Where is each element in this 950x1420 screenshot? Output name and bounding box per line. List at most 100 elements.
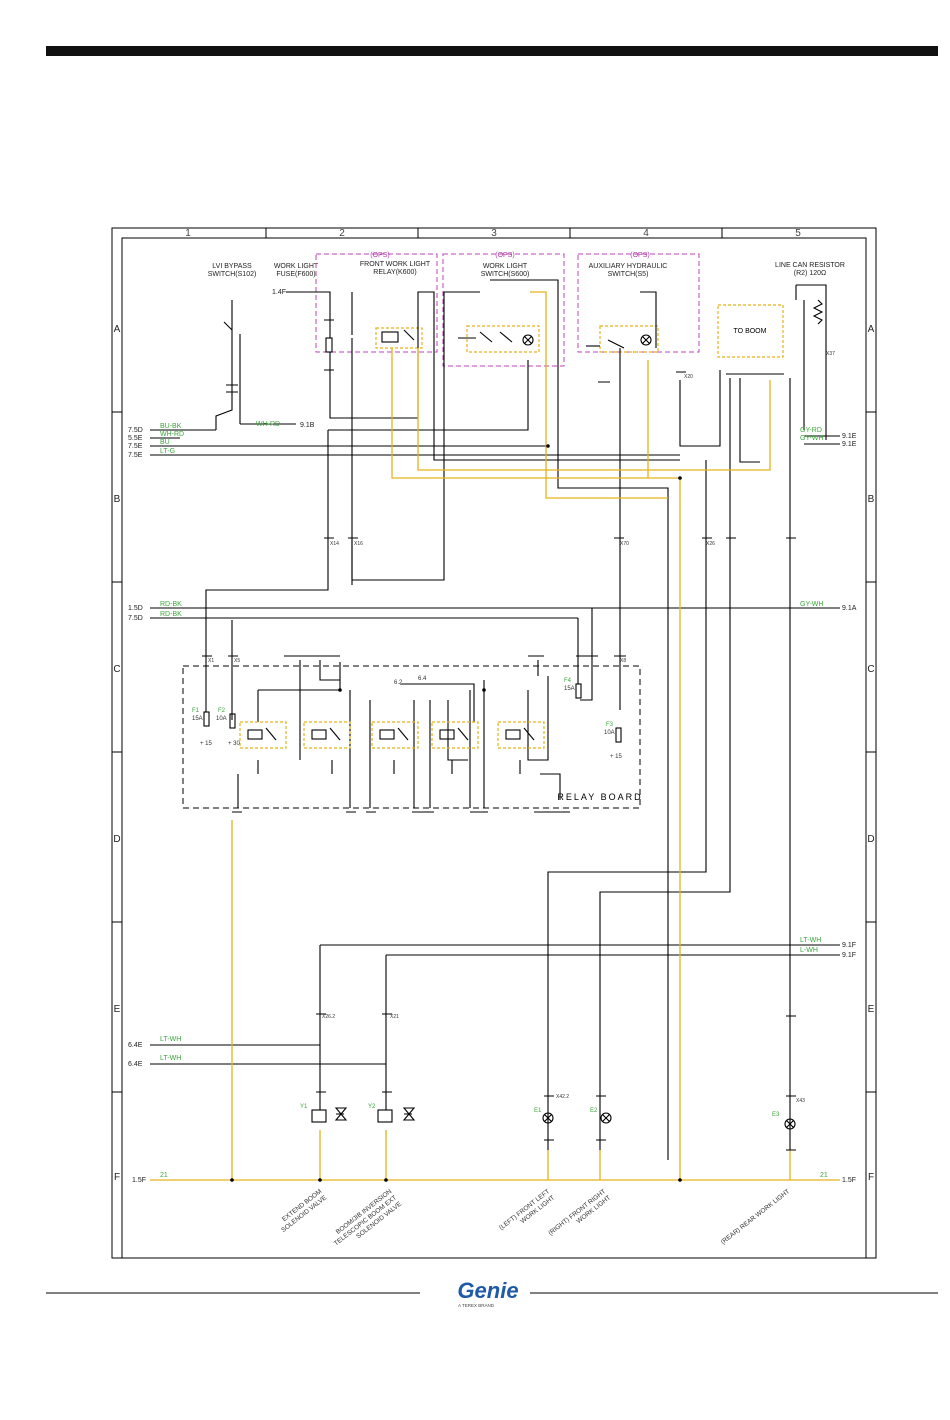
footer: Genie A TEREX BRAND: [46, 1278, 938, 1308]
left-ref-7: 6.4E: [128, 1042, 143, 1049]
grid-row-d-right: D: [867, 834, 874, 845]
left-ref-5: 1.5D: [128, 605, 143, 612]
terminal-plus30: + 30: [228, 741, 241, 747]
right-ref-4-wire: L-WH: [800, 947, 818, 954]
right-ref-1: 9.1E: [842, 433, 857, 440]
fuse-f2-rating: 10A: [216, 716, 227, 722]
work-light-fuse-title-2: FUSE(F600): [276, 271, 315, 278]
grid-column-labels: 1 2 3 4 5: [185, 228, 801, 239]
bottom-component-ids: E1 E2 E3 Y1 Y2: [300, 1104, 780, 1118]
drawing-frame: [111, 227, 877, 1259]
terminal-plus15-a: + 15: [200, 741, 213, 747]
relay-board-label: RELAY BOARD: [557, 792, 642, 802]
fuse-f3-rating: 10A: [604, 730, 615, 736]
indicator-lamps-top: [522, 334, 652, 346]
left-ref-1-wire: BU-BK: [160, 423, 182, 430]
bottom-components: [311, 1107, 796, 1130]
left-ref-4: 7.5E: [128, 452, 143, 459]
relay-board: RELAY BOARD F1 15A F2 10A F3: [182, 665, 642, 809]
conn-x37: X37: [826, 351, 835, 357]
work-light-switch-title-1: WORK LIGHT: [483, 263, 528, 270]
comp-y2: Y2: [368, 1104, 376, 1110]
front-relay-title-2: RELAY(K600): [373, 269, 416, 276]
comp-e3: E3: [772, 1112, 780, 1118]
fuse-f4-rating: 15A: [564, 686, 575, 692]
work-light-fuse-title-1: WORK LIGHT: [274, 263, 319, 270]
left-ref-6: 7.5D: [128, 615, 143, 622]
right-ref-5-wire: 21: [820, 1172, 828, 1179]
label-right-light-1: (RIGHT) FRONT RIGHT: [547, 1188, 607, 1237]
front-relay-title-1: FRONT WORK LIGHT: [360, 261, 431, 268]
grid-row-e-left: E: [114, 1004, 121, 1015]
to-boom-connector: TO BOOM: [717, 304, 784, 358]
connector-labels: X1 X5 X8 X14 X16 X20 X26 X37 X42.2 X43 X…: [208, 351, 835, 1104]
brand-tagline: A TEREX BRAND: [458, 1303, 495, 1308]
left-ref-0: 1.4F: [272, 289, 286, 296]
left-ref-9-wire: 21: [160, 1172, 168, 1179]
left-ref-5-wire: RD-BK: [160, 601, 182, 608]
aux-hydraulic-title-1: AUXILIARY HYDRAULIC: [589, 263, 668, 270]
right-ref-3-wire: LT-WH: [800, 937, 821, 944]
grid-row-c-left: C: [113, 664, 120, 675]
comp-e1: E1: [534, 1108, 542, 1114]
bottom-labels: EXTEND BOOM SOLENOID VALVE BOOM/JIB INVE…: [280, 1188, 791, 1248]
ground-wires: [150, 291, 840, 1181]
to-boom-label: TO BOOM: [734, 328, 767, 335]
conn-x26-2: X26.2: [322, 1014, 335, 1020]
left-ref-7-wire: LT-WH: [160, 1036, 181, 1043]
conn-x1: X1: [208, 658, 214, 664]
left-ref-8-wire: LT-WH: [160, 1055, 181, 1062]
right-ref-6-wire: GY-WH: [800, 601, 823, 608]
terminal-6-4: 6.4: [418, 676, 427, 682]
conn-x16: X16: [354, 541, 363, 547]
left-ref-1: 7.5D: [128, 427, 143, 434]
left-ref-4-wire: LT-G: [160, 448, 175, 455]
left-ref-6-wire: RD-BK: [160, 611, 182, 618]
conn-x8: X8: [620, 658, 626, 664]
conn-x43: X43: [796, 1098, 805, 1104]
grid-col-3: 3: [491, 228, 497, 239]
grid-row-f-left: F: [114, 1172, 120, 1183]
grid-col-1: 1: [185, 228, 191, 239]
aux-hydraulic-title-2: SWITCH(S5): [608, 271, 649, 278]
work-light-switch-title-2: SWITCH(S600): [481, 271, 530, 278]
conn-x70: X70: [620, 541, 629, 547]
option-boxes: (OPS) (OPS) (OPS): [315, 252, 700, 367]
conn-x21: X21: [390, 1014, 399, 1020]
right-ref-4: 9.1F: [842, 952, 856, 959]
right-refs: 9.1B 9.1E GY-RD 9.1E GY-WH 9.1F LT-WH 9.…: [256, 421, 857, 1184]
right-ref-3: 9.1F: [842, 942, 856, 949]
right-ref-6: 9.1A: [842, 605, 857, 612]
grid-row-d-left: D: [113, 834, 120, 845]
black-wires: [150, 279, 840, 1160]
grid-col-5: 5: [795, 228, 801, 239]
left-ref-3-wire: BU: [160, 439, 170, 446]
grid-row-b-right: B: [868, 494, 875, 505]
left-ref-3: 7.5E: [128, 443, 143, 450]
can-resistor-title-1: LINE CAN RESISTOR: [775, 262, 845, 269]
header-bar: [46, 46, 938, 56]
grid-row-labels: A B C D E F A B C D E F: [113, 324, 874, 1183]
conn-x20: X20: [684, 374, 693, 380]
right-ref-5: 1.5F: [842, 1177, 856, 1184]
grid-row-e-right: E: [868, 1004, 875, 1015]
label-rear-light: (REAR) REAR WORK LIGHT: [720, 1188, 791, 1246]
fuse-f3-label: F3: [606, 722, 614, 728]
grid-row-f-right: F: [868, 1172, 874, 1183]
component-titles: LVI BYPASS SWITCH(S102) WORK LIGHT FUSE(…: [208, 261, 845, 278]
fuse-f1-label: F1: [192, 708, 200, 714]
lvi-bypass-title-1: LVI BYPASS: [212, 263, 252, 270]
fuse-f2-label: F2: [218, 708, 226, 714]
left-ref-9: 1.5F: [132, 1177, 146, 1184]
can-resistor: [795, 284, 840, 445]
grid-row-a-left: A: [114, 324, 121, 335]
connector-ticks: [202, 319, 796, 1151]
right-ref-1-wire: GY-RD: [800, 427, 822, 434]
opt-label-1: (OPS): [370, 252, 389, 259]
conn-x26: X26: [706, 541, 715, 547]
left-ref-2-wire: WH-RD: [160, 431, 184, 438]
comp-e2: E2: [590, 1108, 598, 1114]
opt-label-2: (OPS): [495, 252, 514, 259]
top-component-boxes: [375, 325, 659, 353]
right-ref-2-wire: GY-WH: [800, 435, 823, 442]
